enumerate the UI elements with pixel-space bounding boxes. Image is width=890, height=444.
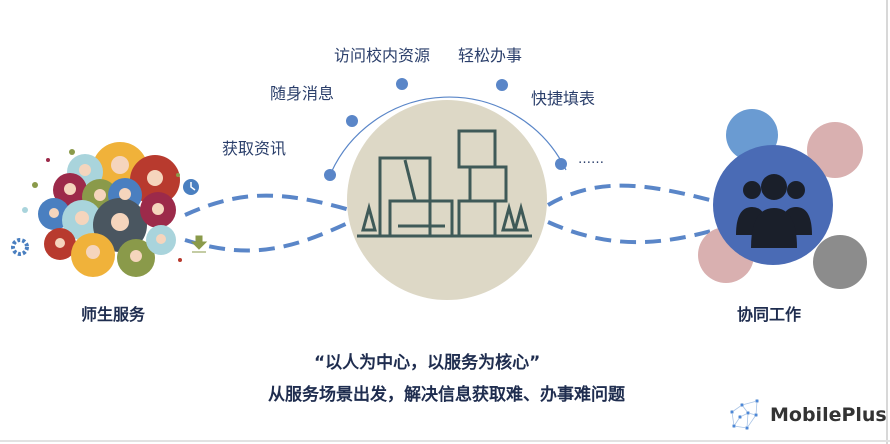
label-easy-tasks: 轻松办事 xyxy=(458,46,523,65)
frame-border-bottom xyxy=(0,440,890,442)
dashed-connectors xyxy=(184,183,716,253)
team-icon xyxy=(736,174,812,248)
download-icon xyxy=(190,235,208,253)
frame-border-right xyxy=(886,0,888,444)
label-access-resources: 访问校内资源 xyxy=(334,46,431,65)
left-title: 师生服务 xyxy=(81,305,146,324)
feature-arc xyxy=(327,96,567,181)
label-mobile-messages: 随身消息 xyxy=(270,84,335,103)
subtitle: 从服务场景出发，解决信息获取难、办事难问题 xyxy=(268,385,625,405)
slogan: “以人为中心，以服务为核心” xyxy=(314,353,541,373)
label-quick-forms: 快捷填表 xyxy=(531,89,596,108)
arc-dots xyxy=(324,78,567,181)
gear-icon xyxy=(11,238,29,256)
team-circles xyxy=(698,109,867,289)
campus-building-icon xyxy=(357,129,532,238)
people-avatars-icon xyxy=(22,142,182,277)
mobileplus-logo-icon xyxy=(730,398,760,430)
right-title: 协同工作 xyxy=(737,305,802,324)
brand-name: MobilePlus xyxy=(770,404,887,426)
label-get-info: 获取资讯 xyxy=(222,139,287,158)
label-more: …… xyxy=(578,152,604,167)
